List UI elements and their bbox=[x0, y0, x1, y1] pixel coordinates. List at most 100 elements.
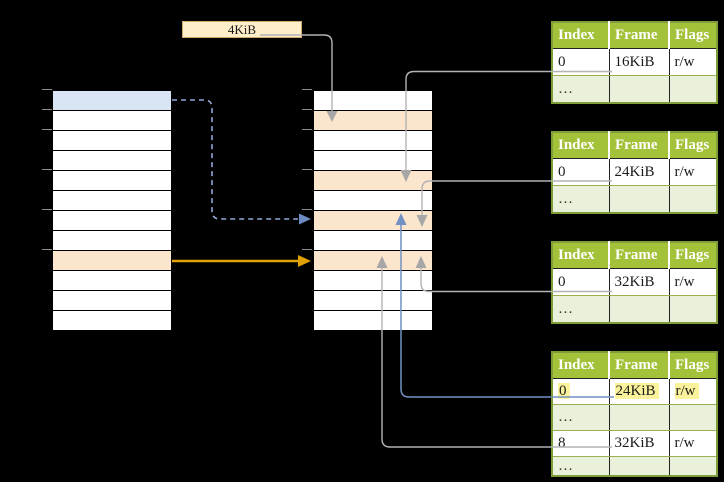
cell-frame bbox=[609, 295, 670, 324]
memory-row-white bbox=[314, 271, 432, 291]
cell-frame bbox=[609, 404, 670, 431]
cell-flags bbox=[669, 75, 717, 104]
arrowhead-right-icon bbox=[298, 255, 311, 267]
table-row: … bbox=[552, 75, 717, 104]
column-header: Flags bbox=[669, 352, 717, 379]
memory-row-white bbox=[53, 151, 171, 171]
memory-row-white bbox=[314, 191, 432, 211]
memory-row-blue bbox=[53, 91, 171, 111]
table-row: … bbox=[552, 295, 717, 324]
memory-row-white bbox=[53, 171, 171, 191]
memory-row-white bbox=[314, 151, 432, 171]
connector-virtual-page0-dashed bbox=[172, 99, 298, 220]
arrowhead-right-icon bbox=[299, 213, 311, 225]
memory-row-white bbox=[53, 231, 171, 251]
page-size-label: 4KiB bbox=[182, 21, 302, 38]
cell-index: … bbox=[552, 295, 610, 324]
column-header: Index bbox=[552, 132, 610, 159]
table-row: … bbox=[552, 456, 717, 477]
cell-flags: r/w bbox=[669, 268, 717, 296]
cell-flags: r/w bbox=[669, 378, 717, 405]
cell-index: … bbox=[552, 404, 610, 431]
cell-flags bbox=[669, 404, 717, 431]
highlighted-value: r/w bbox=[674, 383, 699, 399]
address-tick-physical bbox=[302, 129, 312, 130]
address-tick-virtual bbox=[42, 109, 52, 110]
memory-row-white bbox=[53, 191, 171, 211]
cell-frame: 24KiB bbox=[609, 378, 670, 405]
physical-memory-column bbox=[313, 90, 433, 331]
column-header: Frame bbox=[609, 242, 670, 269]
highlighted-value: 24KiB bbox=[614, 383, 659, 399]
memory-row-orange bbox=[314, 211, 432, 231]
cell-flags bbox=[669, 185, 717, 214]
cell-frame bbox=[609, 75, 670, 104]
cell-flags bbox=[669, 295, 717, 324]
memory-row-white bbox=[53, 211, 171, 231]
address-tick-physical bbox=[302, 249, 312, 250]
memory-row-orange bbox=[314, 251, 432, 271]
address-tick-virtual bbox=[42, 129, 52, 130]
memory-row-white bbox=[53, 311, 171, 330]
cell-frame: 16KiB bbox=[609, 48, 670, 76]
column-header: Frame bbox=[609, 22, 670, 49]
column-header: Frame bbox=[609, 132, 670, 159]
cell-index: … bbox=[552, 185, 610, 214]
address-tick-physical bbox=[302, 89, 312, 90]
cell-flags: r/w bbox=[669, 158, 717, 186]
cell-index: 0 bbox=[552, 48, 610, 76]
address-tick-virtual bbox=[42, 249, 52, 250]
cell-frame: 24KiB bbox=[609, 158, 670, 186]
table-row: … bbox=[552, 404, 717, 431]
cell-index: 8 bbox=[552, 430, 610, 457]
virtual-memory-column bbox=[52, 90, 172, 331]
cell-flags: r/w bbox=[669, 430, 717, 457]
column-header: Frame bbox=[609, 352, 670, 379]
memory-row-orange bbox=[314, 111, 432, 131]
address-tick-virtual bbox=[42, 89, 52, 90]
memory-row-white bbox=[314, 131, 432, 151]
address-tick-physical bbox=[302, 109, 312, 110]
column-header: Index bbox=[552, 242, 610, 269]
cell-index: 0 bbox=[552, 378, 610, 405]
column-header: Flags bbox=[669, 22, 717, 49]
column-header: Index bbox=[552, 22, 610, 49]
column-header: Flags bbox=[669, 132, 717, 159]
cell-frame bbox=[609, 185, 670, 214]
cell-index: 0 bbox=[552, 158, 610, 186]
cell-index: 0 bbox=[552, 268, 610, 296]
memory-row-white bbox=[53, 131, 171, 151]
cell-frame bbox=[609, 456, 670, 477]
address-tick-virtual bbox=[42, 169, 52, 170]
cell-frame: 32KiB bbox=[609, 268, 670, 296]
cell-index: … bbox=[552, 75, 610, 104]
cell-index: … bbox=[552, 456, 610, 477]
memory-row-white bbox=[53, 111, 171, 131]
column-header: Index bbox=[552, 352, 610, 379]
column-header: Flags bbox=[669, 242, 717, 269]
highlighted-value: 0 bbox=[558, 383, 570, 399]
address-tick-physical bbox=[302, 169, 312, 170]
memory-row-white bbox=[314, 91, 432, 111]
memory-row-white bbox=[53, 271, 171, 291]
address-tick-virtual bbox=[42, 209, 52, 210]
memory-row-orange bbox=[314, 171, 432, 191]
table-row: … bbox=[552, 185, 717, 214]
memory-row-white bbox=[53, 291, 171, 311]
memory-row-white bbox=[314, 311, 432, 330]
cell-flags: r/w bbox=[669, 48, 717, 76]
memory-row-white bbox=[314, 231, 432, 251]
